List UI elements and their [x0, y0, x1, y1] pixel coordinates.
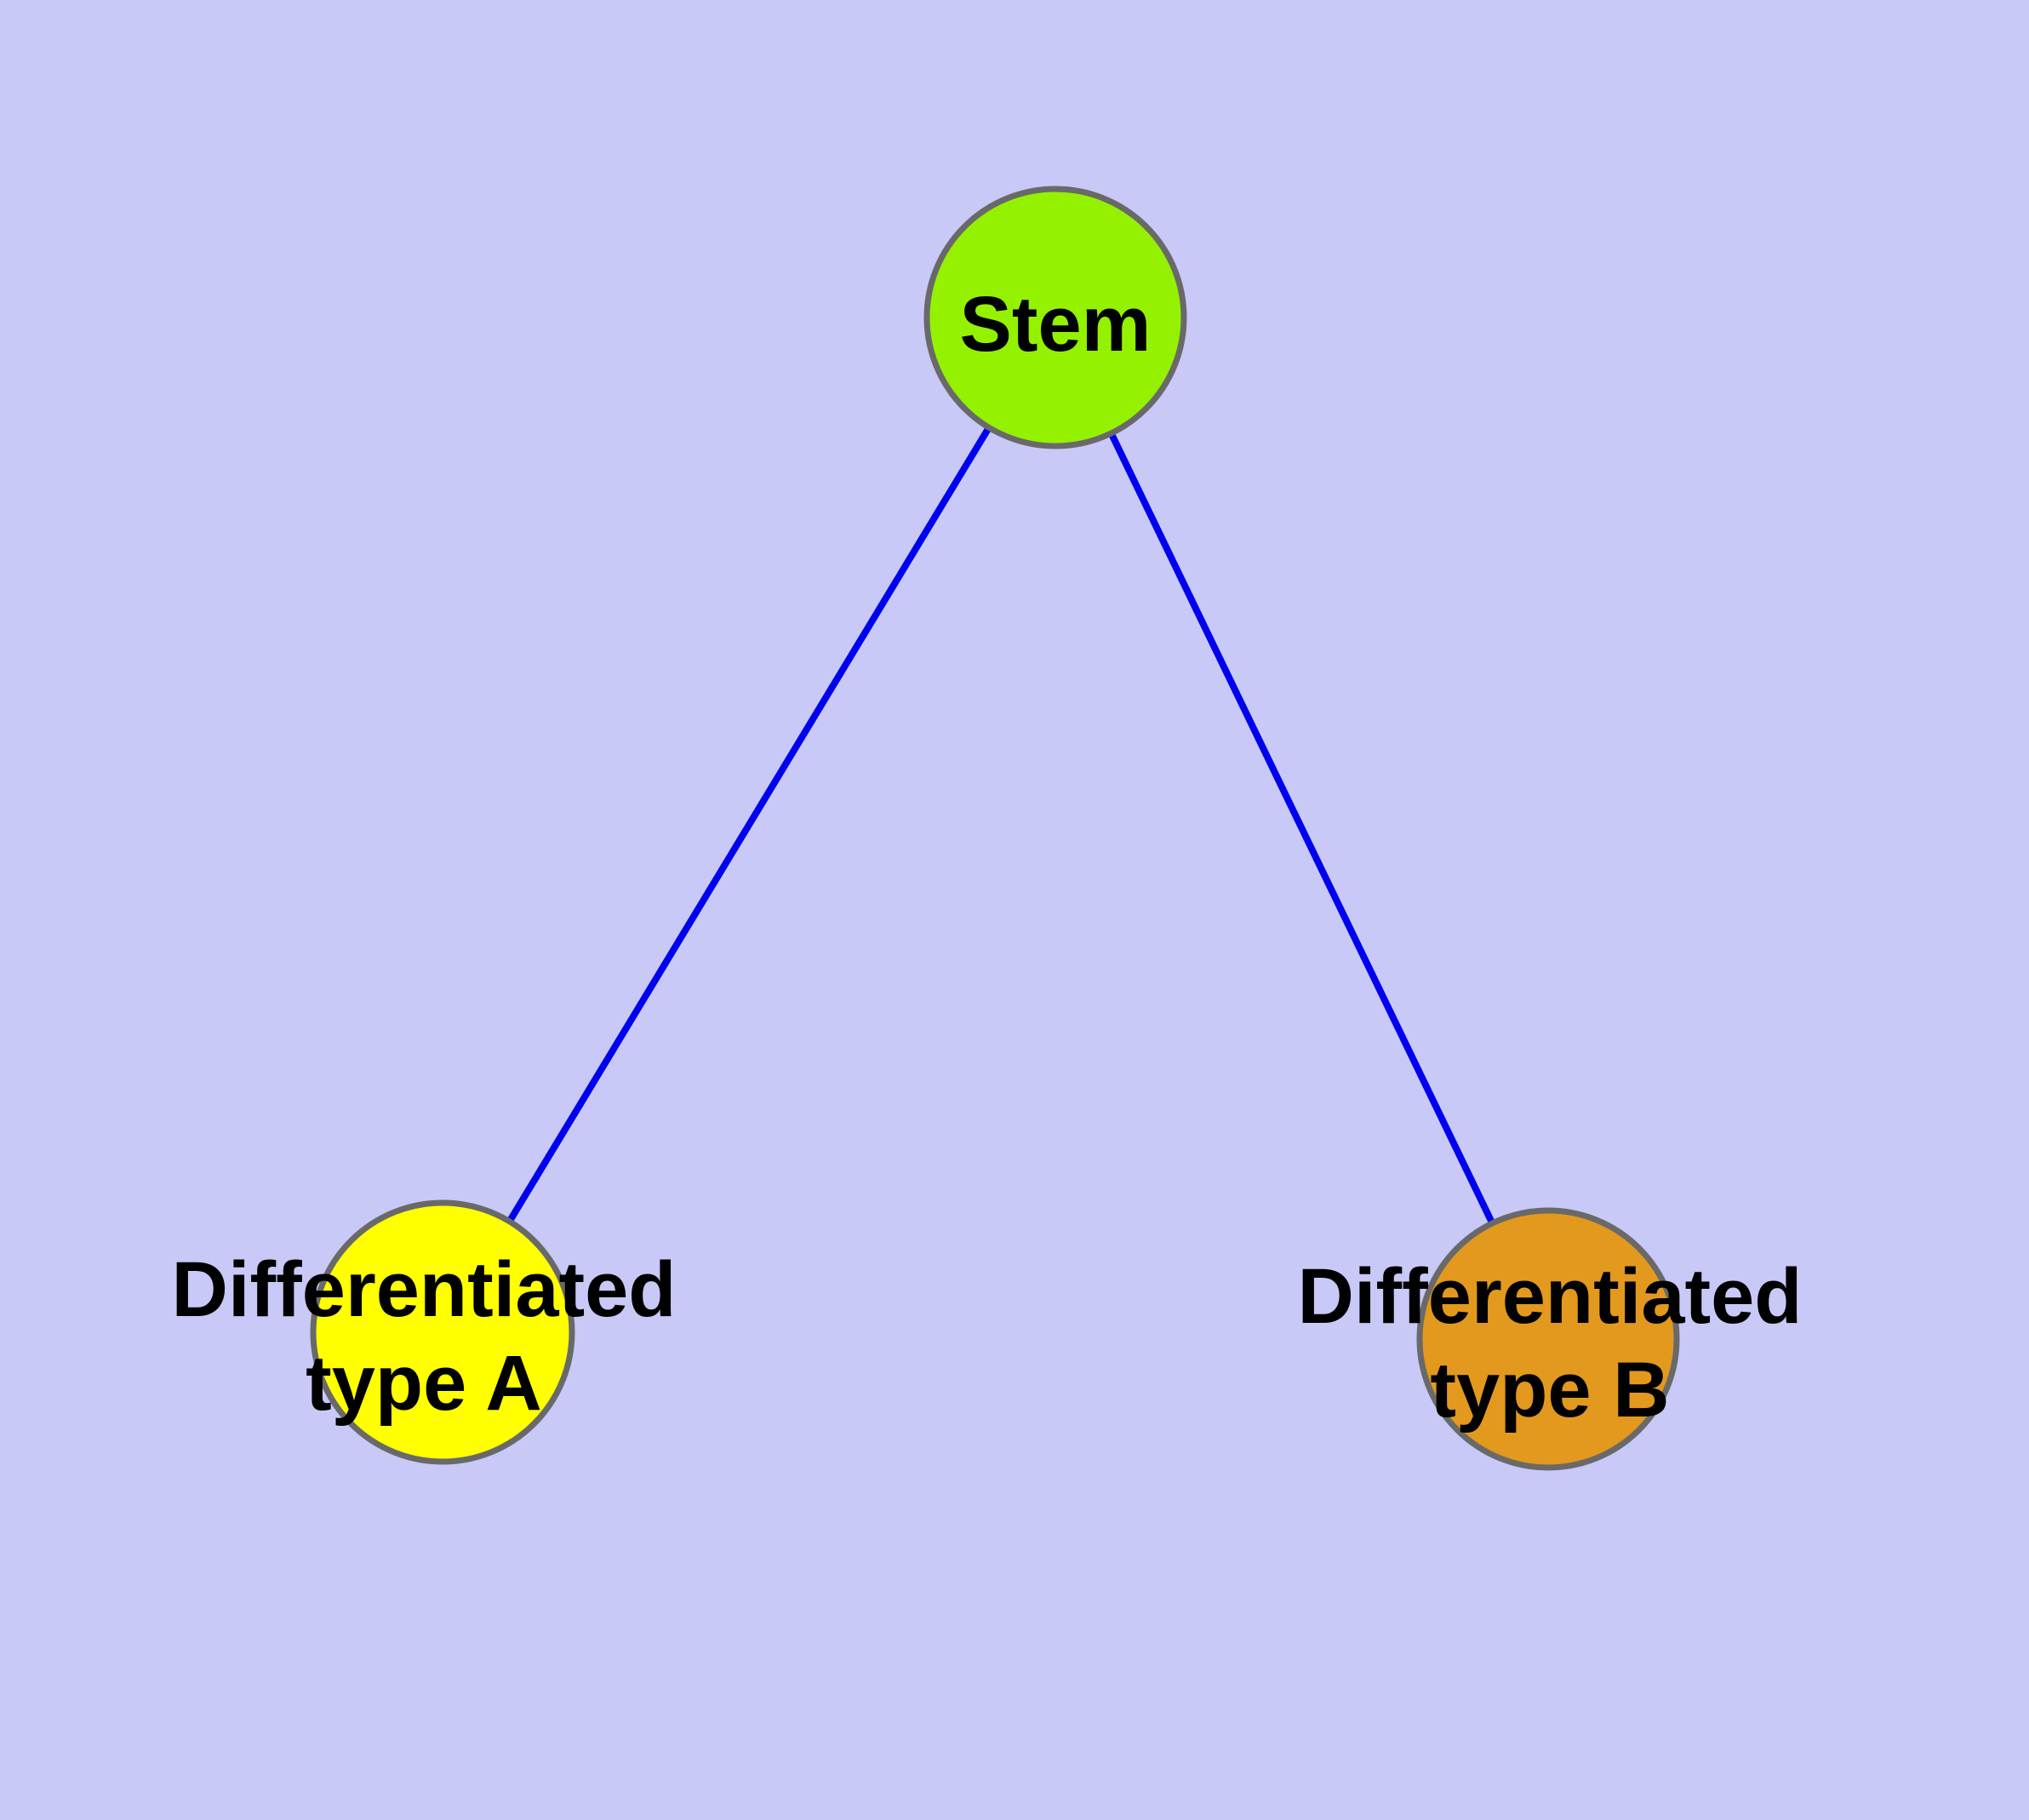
node-stem-circle [923, 186, 1187, 449]
node-stem-label: Stem [960, 281, 1152, 368]
edge-stem-to-type-a [439, 315, 1059, 1335]
node-type-b-label-line1: Differentiated [1298, 1253, 1803, 1340]
node-type-b-circle [1416, 1207, 1680, 1471]
node-type-a-label-line1: Differentiated [172, 1246, 677, 1333]
node-type-b-label-line2: type B [1430, 1347, 1669, 1434]
edge-stem-to-type-b [1052, 316, 1552, 1341]
node-type-a-label-line2: type A [306, 1340, 542, 1427]
node-type-a-circle [310, 1199, 575, 1465]
